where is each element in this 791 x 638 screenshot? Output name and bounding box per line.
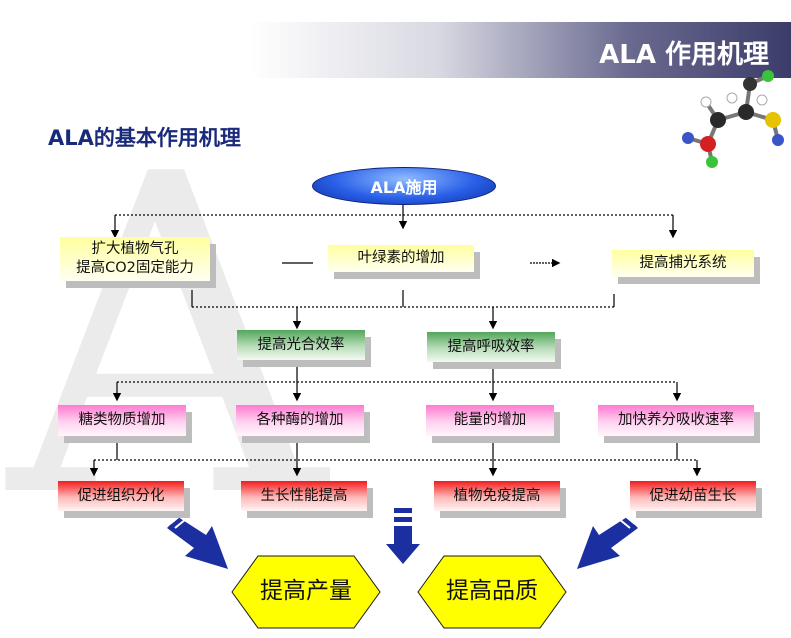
node-light-harvesting: 提高捕光系统 (612, 250, 754, 277)
node-stomata-co2: 扩大植物气孔 提高CO2固定能力 (60, 237, 210, 281)
node-stomata-label: 扩大植物气孔 (91, 241, 179, 258)
node-plant-immunity: 植物免疫提高 (434, 481, 560, 511)
header-bar: ALA 作用机理 (250, 22, 791, 78)
node-nutrient-absorption: 加快养分吸收速率 (598, 405, 754, 436)
node-sugar-increase: 糖类物质增加 (58, 405, 186, 436)
root-node-ala: ALA施用 (312, 167, 496, 205)
node-chlorophyll: 叶绿素的增加 (328, 245, 474, 272)
big-arrow-icon (167, 508, 638, 569)
result-yield-label: 提高产量 (260, 578, 352, 604)
node-energy-increase: 能量的增加 (426, 405, 554, 436)
result-hexagon-quality (417, 555, 567, 629)
result-hexagon-yield (231, 555, 381, 629)
slide-subtitle: ALA的基本作用机理 (48, 126, 241, 150)
node-co2-label: 提高CO2固定能力 (76, 260, 194, 276)
node-respiration-efficiency: 提高呼吸效率 (427, 332, 555, 362)
node-seedling-growth: 促进幼苗生长 (630, 481, 756, 511)
header-title: ALA 作用机理 (599, 40, 769, 70)
node-enzyme-increase: 各种酶的增加 (236, 405, 364, 436)
molecule-icon (682, 70, 784, 168)
node-growth-performance: 生长性能提高 (241, 481, 367, 511)
result-quality-label: 提高品质 (446, 578, 538, 604)
node-photosynthesis-efficiency: 提高光合效率 (237, 330, 365, 360)
node-tissue-differentiation: 促进组织分化 (58, 481, 184, 511)
